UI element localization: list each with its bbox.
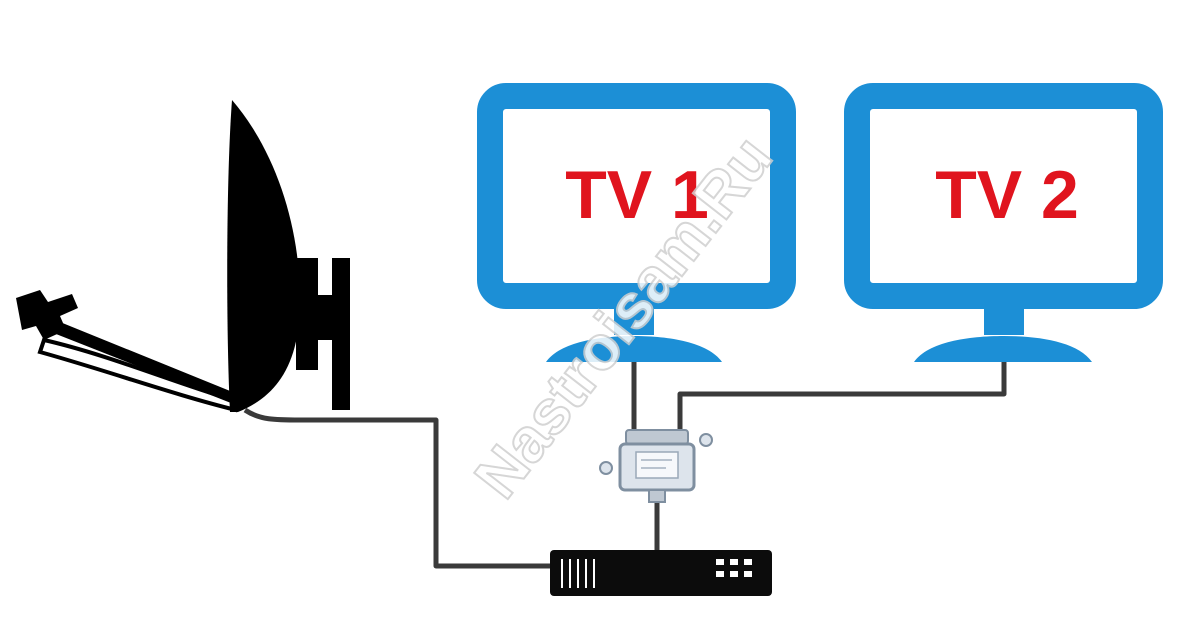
tv1-monitor-icon: TV 1 xyxy=(477,83,796,362)
receiver-icon xyxy=(550,550,772,596)
dish-feed-arm xyxy=(56,322,240,405)
tv1-label: TV 1 xyxy=(565,157,709,233)
tv2-stand-neck xyxy=(984,309,1024,335)
cable-splitter-to-tv2 xyxy=(677,362,1007,430)
cables xyxy=(243,362,1007,569)
tv2-frame xyxy=(844,83,1163,309)
lnb-converter xyxy=(16,290,78,340)
cable-dish-to-receiver xyxy=(243,407,552,569)
dish-reflector xyxy=(227,100,300,412)
dish-mount xyxy=(296,258,350,410)
splitter-icon xyxy=(599,429,713,503)
splitter-label-plate xyxy=(635,451,679,479)
receiver-body xyxy=(550,550,772,596)
dish-feed-arm-lower xyxy=(37,337,243,413)
receiver-buttons xyxy=(716,559,752,577)
tv1-frame xyxy=(477,83,796,309)
splitter-mount-hole xyxy=(599,461,613,475)
tv2-monitor-icon: TV 2 xyxy=(844,83,1163,362)
satellite-dish-icon xyxy=(16,100,350,413)
tv2-label: TV 2 xyxy=(935,157,1079,233)
splitter-bottom-port xyxy=(648,489,666,503)
splitter-top-ports xyxy=(625,429,689,445)
tv2-stand-base xyxy=(914,336,1092,362)
tv1-stand-neck xyxy=(614,309,654,335)
splitter-mount-hole xyxy=(699,433,713,447)
receiver-vent-grille xyxy=(561,559,595,588)
tv1-stand-base xyxy=(546,336,722,362)
